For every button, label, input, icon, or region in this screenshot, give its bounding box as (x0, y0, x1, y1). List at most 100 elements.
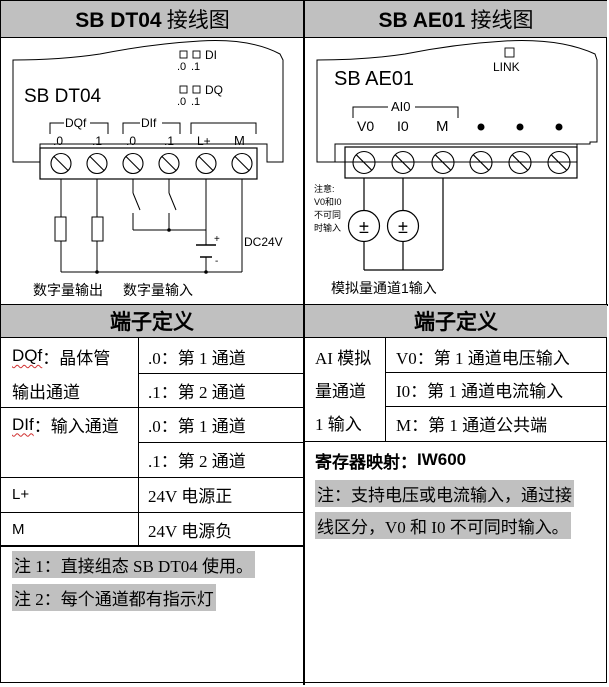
dqf-term: DQf (12, 346, 43, 365)
output-load-0-icon (54, 216, 67, 242)
terminal-v0-label: V0 (357, 118, 374, 134)
dif-desc: ：输入通道 (33, 417, 119, 436)
register-value: IW600 (417, 450, 467, 469)
dif-channel-0: .0：第 1 通道 (148, 408, 246, 441)
power-bracket (190, 122, 257, 134)
dif-1-label: .1 (164, 134, 174, 148)
m-term-text: M (12, 520, 25, 538)
terminal-screw-icon (431, 150, 455, 175)
led-di-0-icon (179, 50, 188, 59)
i0-definition-text: I0：第 1 通道电流输入 (396, 381, 564, 401)
dqf-desc-line2: 输出通道 (12, 382, 80, 402)
row-divider (304, 441, 607, 442)
row-divider (0, 407, 303, 408)
terminal-screw-icon (547, 150, 571, 175)
terminal-m-label: M (234, 133, 245, 148)
led-group-di-label: DI (205, 48, 217, 62)
dqf-channel-1: .1：第 2 通道 (148, 374, 246, 406)
ai0-bracket (352, 106, 459, 118)
terminal-screws (50, 152, 253, 175)
led-di-1-label: .1 (191, 61, 200, 73)
led-dq-0-label: .0 (177, 96, 186, 108)
column-divider (385, 338, 386, 441)
unused-terminal-dot-icon (516, 123, 524, 131)
module-label: SB AE01 (334, 68, 414, 90)
right-note-line-2-text: 线区分，V0 和 I0 不可同时输入。 (315, 511, 571, 539)
row-divider (385, 406, 607, 407)
dif-bracket (122, 122, 181, 134)
dqf-0-label: .0 (53, 134, 63, 148)
battery-minus-label: - (215, 256, 218, 267)
dqf-channel-1-text: .1：第 2 通道 (148, 382, 246, 402)
led-dq-1-label: .1 (191, 96, 200, 108)
side-note-line: 不可同 (314, 210, 341, 220)
right-header-model: SB AE01 (378, 9, 466, 32)
dqf-desc-cell: 输出通道 (12, 374, 80, 406)
right-definitions-title: 端子定义 (414, 309, 498, 334)
terminal-screw-icon (86, 152, 108, 175)
wiring (363, 178, 444, 271)
row-divider (385, 372, 607, 373)
unused-terminal-dot-icon (555, 123, 563, 131)
dqf-desc: ：晶体管 (42, 348, 111, 368)
right-note-line-1-text: 注：支持电压或电流输入，通过接 (315, 479, 574, 507)
link-led-icon (504, 47, 515, 58)
dif-term-cell: DIf：输入通道 (12, 408, 119, 441)
lplus-value: 24V 电源正 (148, 478, 232, 511)
ai-group-line-3: 1 输入 (315, 406, 362, 438)
left-header: SB DT04 接线图 (1, 1, 304, 38)
terminal-screw-icon (50, 152, 72, 175)
voltage-source-icon (347, 209, 381, 243)
module-outline (316, 40, 598, 163)
terminal-screw-icon (195, 152, 217, 175)
dif-channel-0-text: .0：第 1 通道 (148, 417, 246, 436)
right-note-line-1: 注：支持电压或电流输入，通过接 (315, 479, 574, 507)
left-note-2: 注 2：每个通道都有指示灯 (12, 583, 216, 611)
dif-0-label: .0 (126, 134, 136, 148)
module-outline (12, 40, 284, 163)
left-definitions-title: 端子定义 (110, 309, 194, 334)
ai-group-line-2-text: 量通道 (315, 381, 366, 401)
led-group-dq-label: DQ (205, 83, 223, 97)
side-note-line: 时输入 (314, 222, 341, 233)
terminal-block (344, 146, 578, 179)
dif-channel-1: .1：第 2 通道 (148, 443, 246, 476)
ai0-group-label: AI0 (391, 99, 411, 114)
caption-digital-input: 数字量输入 (123, 282, 193, 298)
divider (0, 304, 608, 306)
caption-analog-input: 模拟量通道1输入 (331, 280, 437, 296)
dqf-1-label: .1 (92, 134, 102, 148)
link-label: LINK (493, 60, 520, 74)
led-dq-0-icon (179, 85, 188, 94)
terminal-m-label: M (436, 118, 449, 135)
terminal-screw-icon (508, 150, 532, 175)
left-header-model: SB DT04 (75, 9, 162, 32)
register-label: 寄存器映射： (315, 452, 417, 472)
terminal-lplus-label: L+ (197, 134, 211, 148)
v0-definition-text: V0：第 1 通道电压输入 (396, 348, 570, 368)
right-header-suffix: 接线图 (470, 8, 534, 32)
led-di-1-icon (192, 50, 201, 59)
terminal-screw-icon (352, 150, 376, 175)
dqf-group-label: DQf (65, 116, 87, 130)
led-di-0-label: .0 (177, 61, 186, 73)
side-note-line: V0和I0 (314, 197, 342, 207)
unused-terminal-dot-icon (477, 123, 485, 131)
row-divider (0, 545, 303, 547)
output-load-1-icon (91, 216, 104, 242)
register-mapping: 寄存器映射：IW600 (315, 446, 466, 474)
ai-group-line-1: AI 模拟 (315, 340, 371, 372)
junction-dot (167, 228, 171, 232)
sb-dt04-wiring-diagram: SB DT04 DI .0 .1 DQ .0 .1 DQf .0 .1 DIf … (12, 40, 284, 298)
center-divider (303, 0, 305, 685)
terminal-i0-label: I0 (397, 118, 409, 134)
dif-channel-1-text: .1：第 2 通道 (148, 452, 246, 471)
m-definition-text: M：第 1 通道公共端 (396, 416, 548, 435)
ai-group-line-2: 量通道 (315, 373, 366, 405)
caption-digital-output: 数字量输出 (33, 282, 103, 298)
lplus-value-text: 24V 电源正 (148, 487, 233, 506)
dif-term: DIf (12, 414, 34, 434)
ai-group-line-3-text: 1 输入 (315, 414, 362, 434)
m-value-text: 24V 电源负 (148, 521, 233, 541)
